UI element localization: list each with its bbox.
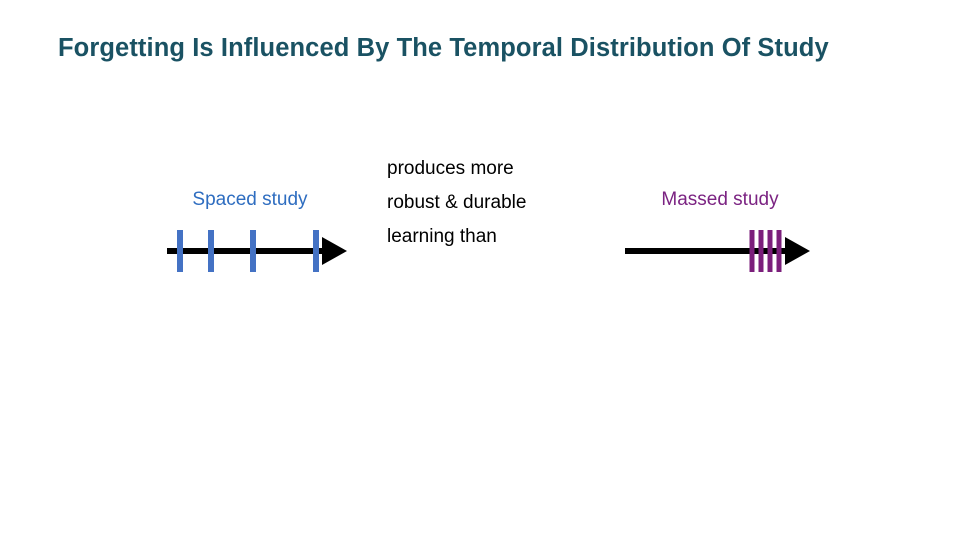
spaced-study-timeline-arrow xyxy=(167,230,347,272)
spaced-study-ticks xyxy=(177,230,319,272)
spaced-study-group: Spaced study xyxy=(150,180,370,280)
massed-study-group: Massed study xyxy=(608,180,833,280)
massed-study-ticks xyxy=(749,230,782,272)
spaced-study-label: Spaced study xyxy=(192,189,308,210)
comparison-text-line-1: produces more xyxy=(387,158,514,179)
spaced-arrowhead xyxy=(322,237,347,265)
page-title: Forgetting Is Influenced By The Temporal… xyxy=(58,34,829,62)
massed-study-timeline-arrow xyxy=(625,230,810,272)
comparison-text-line-2: robust & durable xyxy=(387,192,527,213)
massed-arrowhead xyxy=(785,237,810,265)
comparison-text: produces more robust & durable learning … xyxy=(387,152,597,254)
massed-study-label: Massed study xyxy=(661,189,779,210)
comparison-text-line-3: learning than xyxy=(387,226,497,247)
